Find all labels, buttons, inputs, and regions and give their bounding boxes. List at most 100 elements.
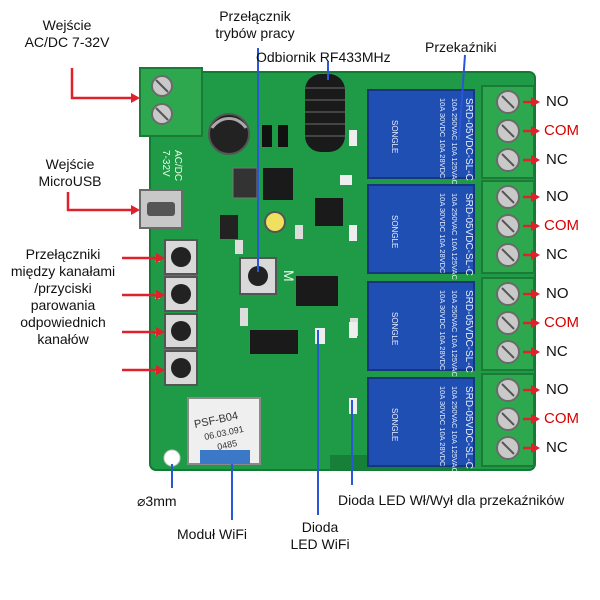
label-wifi-led: Dioda LED WiFi (285, 519, 355, 553)
relay-brand-text: SONGLE (390, 408, 399, 441)
arrow-terminal-1-head (531, 97, 540, 107)
terminal-label-nc-1: NC (546, 151, 568, 168)
screw-slot (501, 153, 515, 167)
arrow-btn-4-head (156, 365, 165, 375)
screw-slot (501, 345, 515, 359)
arrow-usb (66, 192, 135, 212)
label-input-acdc-line2: AC/DC 7-32V (24, 34, 110, 50)
relay-print-text: 10A 250VAC 10A 125VAC (450, 98, 459, 185)
pointer-relays (458, 54, 466, 141)
capacitor (208, 113, 250, 155)
smd-part (220, 215, 238, 239)
terminal-label-nc-4: NC (546, 439, 568, 456)
smd-part (240, 308, 248, 326)
arrow-terminal-7-head (531, 289, 540, 299)
wifi-module-chip (187, 397, 261, 465)
arrow-terminal-8-head (531, 318, 540, 328)
ic-chip (263, 168, 293, 200)
relay-body (367, 184, 475, 274)
relay-brand-text: SONGLE (390, 120, 399, 153)
label-wifi-led-line2: LED WiFi (290, 536, 350, 552)
label-input-acdc-line1: Wejście (42, 17, 92, 33)
terminal-label-com-1: COM (544, 122, 579, 139)
screw-slot (501, 95, 515, 109)
relay-print-text: SRD-05VDC-SL-C (463, 193, 474, 276)
relay-led (349, 130, 357, 146)
arrow-terminal-5-head (531, 221, 540, 231)
label-wifi-led-line1: Dioda (301, 519, 339, 535)
label-channel-buttons-line3: /przyciski (34, 280, 92, 296)
terminal-label-no-3: NO (546, 285, 569, 302)
label-input-usb-line1: Wejście (45, 156, 95, 172)
arrow-terminal-2-head (531, 126, 540, 136)
terminal-label-com-2: COM (544, 217, 579, 234)
ic-chip (250, 330, 298, 354)
channel-button-2 (164, 276, 198, 312)
relay-body (367, 281, 475, 371)
label-receiver: Odbiornik RF433MHz (256, 49, 391, 65)
silkscreen-mode-mark: M (281, 270, 297, 282)
label-relay-leds: Dioda LED Wł/Wył dla przekaźników (338, 492, 565, 508)
relay-print-text: 10A 250VAC 10A 125VAC (450, 193, 459, 280)
relay-print-text: 10A 30VDC 10A 28VDC (438, 193, 447, 274)
terminal-label-com-4: COM (544, 410, 579, 427)
arrow-acdc (70, 68, 135, 100)
arrow-terminal-4-head (531, 192, 540, 202)
rf433-antenna-coil (305, 74, 345, 152)
relay-print-text: 10A 30VDC 10A 28VDC (438, 290, 447, 371)
smd-part (235, 240, 243, 254)
label-wifi-module: Moduł WiFi (177, 526, 248, 542)
arrow-terminal-3-head (531, 155, 540, 165)
channel-button-4 (164, 350, 198, 386)
smd-part (262, 125, 272, 147)
arrow-terminal-10-head (531, 385, 540, 395)
label-channel-buttons-line1: Przełączniki (25, 246, 101, 262)
label-input-usb-line2: MicroUSB (38, 173, 102, 189)
label-relays: Przekaźniki (425, 39, 497, 55)
screw-slot (501, 441, 515, 455)
relay-print-text: 10A 30VDC 10A 28VDC (438, 386, 447, 467)
arrow-terminal-6-head (531, 250, 540, 260)
screw-slot (501, 248, 515, 262)
screw-slot (501, 190, 515, 204)
silkscreen-acdc-2: 7-32V (160, 150, 171, 177)
relay-print-text: 10A 250VAC 10A 125VAC (450, 290, 459, 377)
smd-part (340, 175, 352, 185)
label-channel-buttons-line5: odpowiednich (20, 314, 106, 330)
label-channel-buttons: Przełączniki między kanałami /przyciski … (8, 246, 118, 348)
inductor (232, 167, 258, 199)
relay-print-text: 10A 250VAC 10A 125VAC (450, 386, 459, 473)
smd-part (295, 225, 303, 239)
screw-slot (501, 124, 515, 138)
terminal-label-com-3: COM (544, 314, 579, 331)
arrow-btn-2-head (156, 290, 165, 300)
channel-button-3 (164, 313, 198, 349)
screw-slot (501, 316, 515, 330)
label-mode-switch-line1: Przełącznik (219, 8, 291, 24)
relay-print-text: SRD-05VDC-SL-C (463, 98, 474, 181)
label-channel-buttons-line6: kanałów (37, 331, 89, 347)
mounting-hole (163, 449, 181, 467)
screw-slot (501, 219, 515, 233)
mode-button (239, 257, 277, 295)
arrow-acdc-head (131, 93, 140, 103)
microusb-port (139, 189, 183, 229)
relay-brand-text: SONGLE (390, 312, 399, 345)
relay-print-text: SRD-05VDC-SL-C (463, 290, 474, 373)
relay-led (349, 322, 357, 338)
label-channel-buttons-line4: parowania (30, 297, 96, 313)
arrow-terminal-9-head (531, 347, 540, 357)
label-mode-switch: Przełącznik trybów pracy (205, 8, 305, 42)
label-channel-buttons-line2: między kanałami (10, 263, 116, 279)
acdc-terminal-block (139, 67, 203, 137)
label-input-acdc: Wejście AC/DC 7-32V (22, 17, 112, 51)
terminal-label-no-2: NO (546, 188, 569, 205)
arrow-btn-3-head (156, 327, 165, 337)
relay-body (367, 89, 475, 179)
label-hole: ⌀3mm (137, 493, 177, 509)
channel-button-1 (164, 239, 198, 275)
silkscreen-acdc-1: AC/DC (172, 150, 183, 181)
